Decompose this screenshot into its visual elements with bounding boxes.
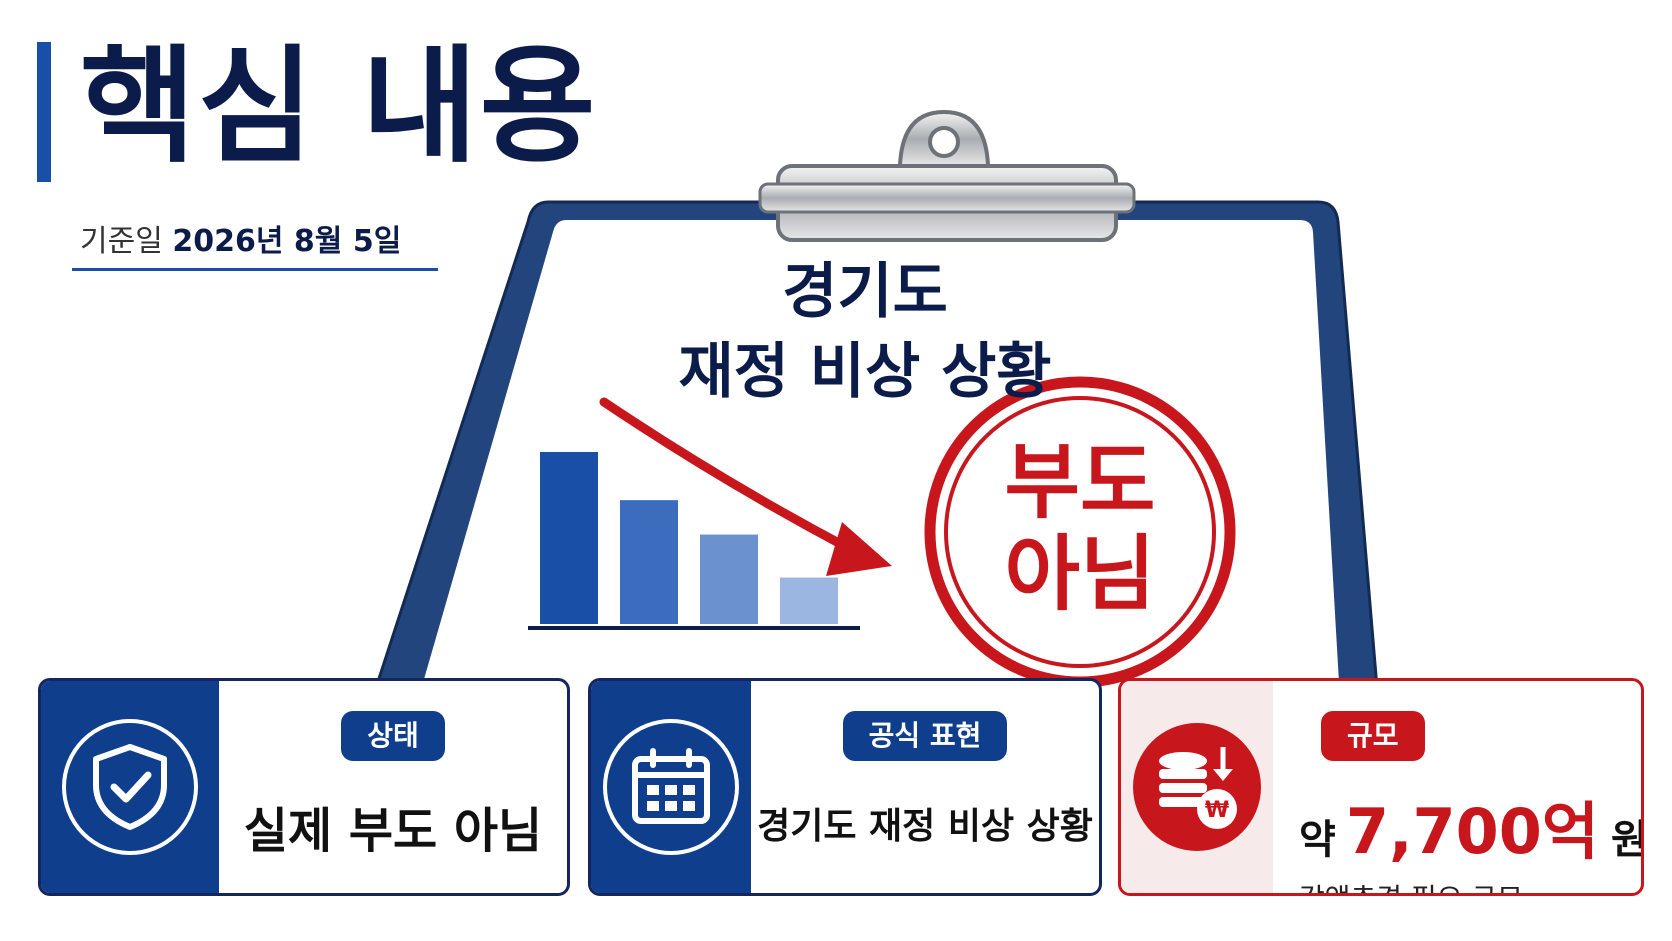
scale-card-side: ₩: [1121, 681, 1273, 893]
date-divider: [72, 268, 438, 271]
stamp-text-line1: 부도: [1004, 435, 1156, 530]
scale-card-content: 규모 약 7,700억 원 감액추경 필요 규모: [1273, 681, 1641, 893]
scale-badge: 규모: [1321, 711, 1425, 761]
status-card-side: [41, 681, 219, 893]
scale-amount: 약 7,700억 원: [1299, 781, 1641, 871]
official-expression-card: 공식 표현 경기도 재정 비상 상황: [588, 678, 1102, 896]
calendar-icon: [632, 748, 710, 824]
amount-suffix: 원: [1611, 807, 1641, 865]
amount-prefix: 약: [1299, 817, 1336, 863]
scale-subtext: 감액추경 필요 규모: [1299, 877, 1523, 893]
shield-check-icon: [93, 744, 167, 830]
official-card-content: 공식 표현 경기도 재정 비상 상황: [751, 681, 1099, 893]
bar-2: [620, 500, 678, 624]
title-accent-bar: [37, 42, 51, 182]
scale-card: ₩ 규모 약 7,700억 원 감액추경 필요 규모: [1118, 678, 1644, 896]
status-card: 상태 실제 부도 아님: [38, 678, 570, 896]
official-card-side: [591, 681, 751, 893]
bar-chart: [540, 452, 838, 624]
status-card-content: 상태 실제 부도 아님: [219, 681, 567, 893]
clipboard-clip: [758, 109, 1136, 242]
decline-arrow-head: [826, 522, 892, 576]
page-title: 핵심 내용: [80, 33, 598, 180]
date-label: 기준일: [80, 224, 163, 259]
svg-text:₩: ₩: [1205, 798, 1229, 823]
clipboard-illustration: 경기도 재정 비상 상황 부도 아님: [370, 109, 1380, 700]
official-text: 경기도 재정 비상 상황: [757, 806, 1093, 847]
bar-3: [700, 534, 758, 624]
clipboard-heading-line2: 재정 비상 상황: [678, 337, 1052, 407]
stamp-text-line2: 아님: [1004, 527, 1156, 622]
clipboard-graphic: [370, 109, 1380, 700]
date-value: 2026년 8월 5일: [172, 224, 402, 259]
status-badge: 상태: [341, 711, 445, 761]
coins-won-icon: ₩: [1159, 747, 1237, 829]
amount-value: 7,700억: [1345, 795, 1599, 868]
bar-1: [540, 452, 598, 624]
decline-arrow: [599, 397, 853, 553]
status-text: 실제 부도 아님: [243, 803, 543, 859]
calendar-icon-frame: [603, 719, 739, 855]
bar-4: [780, 577, 838, 624]
official-badge: 공식 표현: [842, 711, 1008, 761]
shield-icon-frame: [62, 719, 198, 855]
date-line: 기준일 2026년 8월 5일: [80, 216, 401, 260]
coins-icon-frame: ₩: [1133, 723, 1261, 851]
clipboard-heading-line1: 경기도: [782, 257, 948, 327]
